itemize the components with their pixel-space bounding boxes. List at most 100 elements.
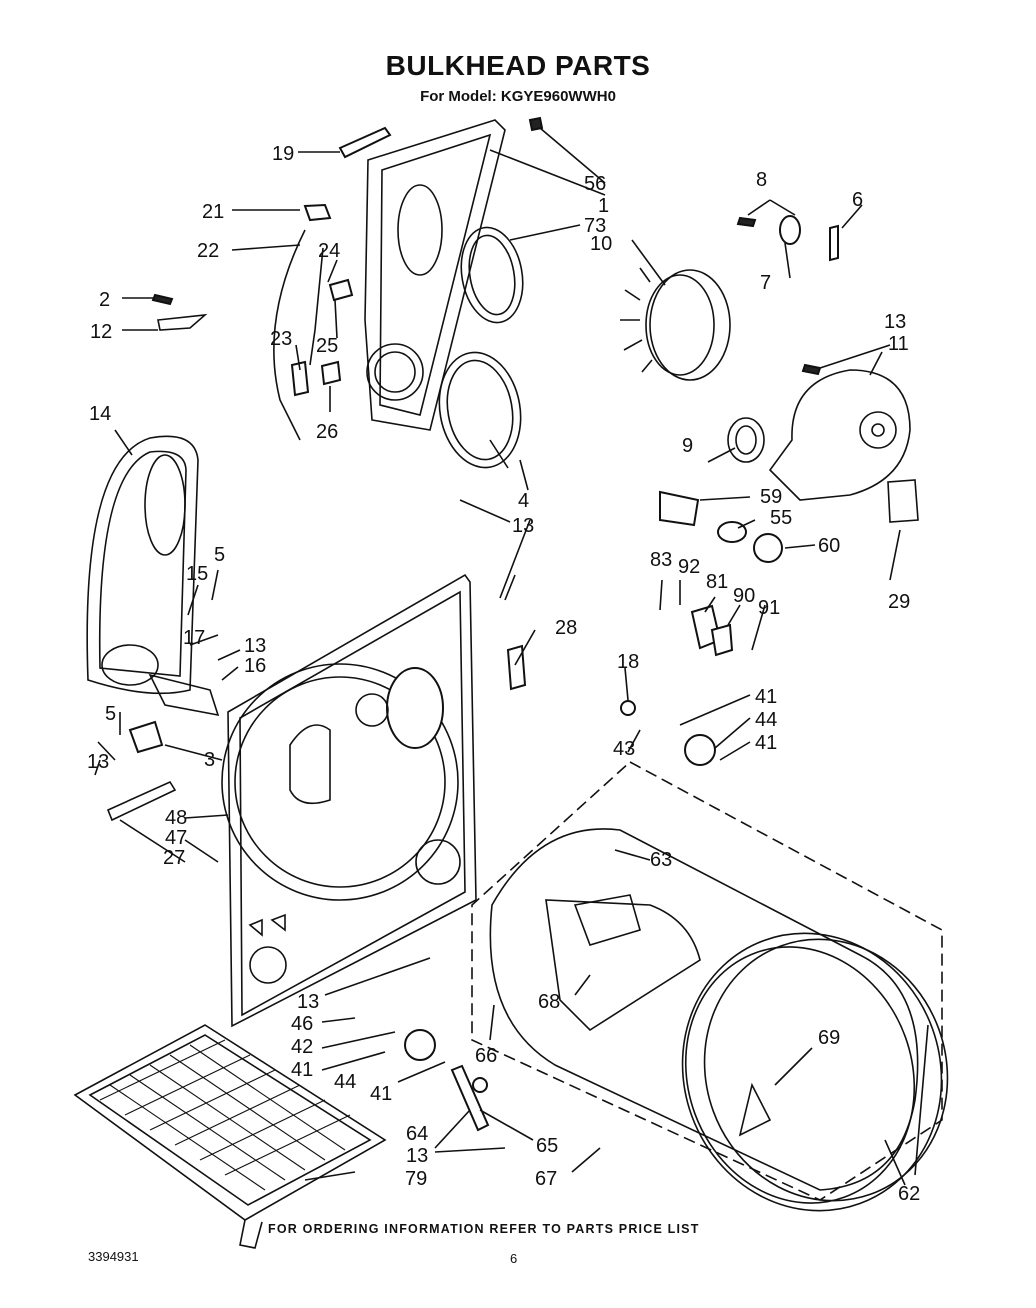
part-22-hose <box>273 229 306 441</box>
blower-housing <box>768 369 911 501</box>
page-number: 6 <box>510 1251 518 1266</box>
callout-44: 44 <box>334 1071 356 1093</box>
callout-23: 23 <box>270 328 292 350</box>
callout-7: 7 <box>760 272 771 294</box>
callout-90: 90 <box>733 585 755 607</box>
callout-3: 3 <box>204 749 215 771</box>
callout-4: 4 <box>518 490 529 512</box>
callout-6: 6 <box>852 189 863 211</box>
callout-41: 41 <box>370 1083 392 1105</box>
part-64-strap <box>450 1064 490 1132</box>
part-13-screw-a <box>801 363 822 376</box>
part-3 <box>128 720 164 754</box>
lint-duct <box>86 435 220 717</box>
callout-16: 16 <box>244 655 266 677</box>
callout-68: 68 <box>538 991 560 1013</box>
base-grille <box>73 1024 387 1249</box>
blower-wheel <box>620 267 731 381</box>
callout-81: 81 <box>706 571 728 593</box>
callout-15: 15 <box>186 563 208 585</box>
callout-27: 27 <box>163 847 185 869</box>
callout-73: 73 <box>584 215 606 237</box>
document-code: 3394931 <box>88 1249 139 1264</box>
part-44 <box>684 734 716 766</box>
callout-60: 60 <box>818 535 840 557</box>
callout-11: 11 <box>888 333 909 355</box>
leader-lines <box>94 127 929 1186</box>
callout-47: 47 <box>165 827 187 849</box>
callout-62: 62 <box>898 1183 920 1205</box>
bulkhead-panel <box>221 573 477 1028</box>
callout-5: 5 <box>105 703 116 725</box>
seal-73 <box>460 226 524 324</box>
callout-13: 13 <box>406 1145 428 1167</box>
callout-labels: 19 56 1 73 21 22 24 10 8 6 7 2 12 25 23 … <box>87 143 920 1205</box>
callout-65: 65 <box>536 1135 558 1157</box>
callout-42: 42 <box>291 1036 313 1058</box>
callout-69: 69 <box>818 1027 840 1049</box>
part-29-label <box>887 479 919 523</box>
callout-14: 14 <box>89 403 111 425</box>
callout-63: 63 <box>650 849 672 871</box>
callout-8: 8 <box>756 169 767 191</box>
callout-25: 25 <box>316 335 338 357</box>
callout-12: 12 <box>90 321 112 343</box>
callout-29: 29 <box>888 591 910 613</box>
part-23 <box>290 360 310 397</box>
callout-21: 21 <box>202 201 224 223</box>
callout-5: 5 <box>214 544 225 566</box>
part-7 <box>779 215 801 245</box>
page-title: BULKHEAD PARTS <box>385 50 651 81</box>
callout-59: 59 <box>760 486 782 508</box>
seal-9 <box>727 417 765 463</box>
callout-9: 9 <box>682 435 693 457</box>
callout-83: 83 <box>650 549 672 571</box>
callout-18: 18 <box>617 651 639 673</box>
part-44-lower <box>404 1029 436 1061</box>
rear-duct <box>364 119 506 431</box>
callout-46: 46 <box>291 1013 313 1035</box>
callout-41: 41 <box>291 1059 313 1081</box>
part-19 <box>338 126 392 159</box>
part-59 <box>659 490 700 527</box>
callout-92: 92 <box>678 556 700 578</box>
drum <box>489 828 949 1212</box>
part-21 <box>303 203 332 222</box>
callout-13: 13 <box>512 515 534 537</box>
part-6 <box>829 224 839 262</box>
part-56 <box>528 116 544 132</box>
callout-55: 55 <box>770 507 792 529</box>
part-24-tube <box>309 247 324 366</box>
callout-44: 44 <box>755 709 777 731</box>
callout-10: 10 <box>590 233 612 255</box>
callout-13: 13 <box>297 991 319 1013</box>
seal-4 <box>438 351 522 469</box>
callout-56: 56 <box>584 173 606 195</box>
part-12-bracket <box>157 313 208 331</box>
callout-13: 13 <box>87 751 109 773</box>
callout-22: 22 <box>197 240 219 262</box>
callout-91: 91 <box>758 597 780 619</box>
callout-26: 26 <box>316 421 338 443</box>
callout-13: 13 <box>244 635 266 657</box>
callout-79: 79 <box>405 1168 427 1190</box>
callout-2: 2 <box>99 289 110 311</box>
part-27-bracket <box>106 780 177 822</box>
callout-41: 41 <box>755 732 777 754</box>
part-90 <box>710 623 734 657</box>
part-28 <box>506 644 527 691</box>
callout-64: 64 <box>406 1123 428 1145</box>
part-60 <box>753 533 783 563</box>
part-2-screw <box>151 293 174 306</box>
part-26 <box>320 360 342 386</box>
callout-41: 41 <box>755 686 777 708</box>
callout-13: 13 <box>884 311 906 333</box>
callout-17: 17 <box>183 627 205 649</box>
part-18 <box>620 700 636 716</box>
model-subtitle: For Model: KGYE960WWH0 <box>420 88 616 105</box>
part-65 <box>472 1077 488 1093</box>
callout-1: 1 <box>598 195 609 217</box>
part-8-screw <box>736 216 757 228</box>
